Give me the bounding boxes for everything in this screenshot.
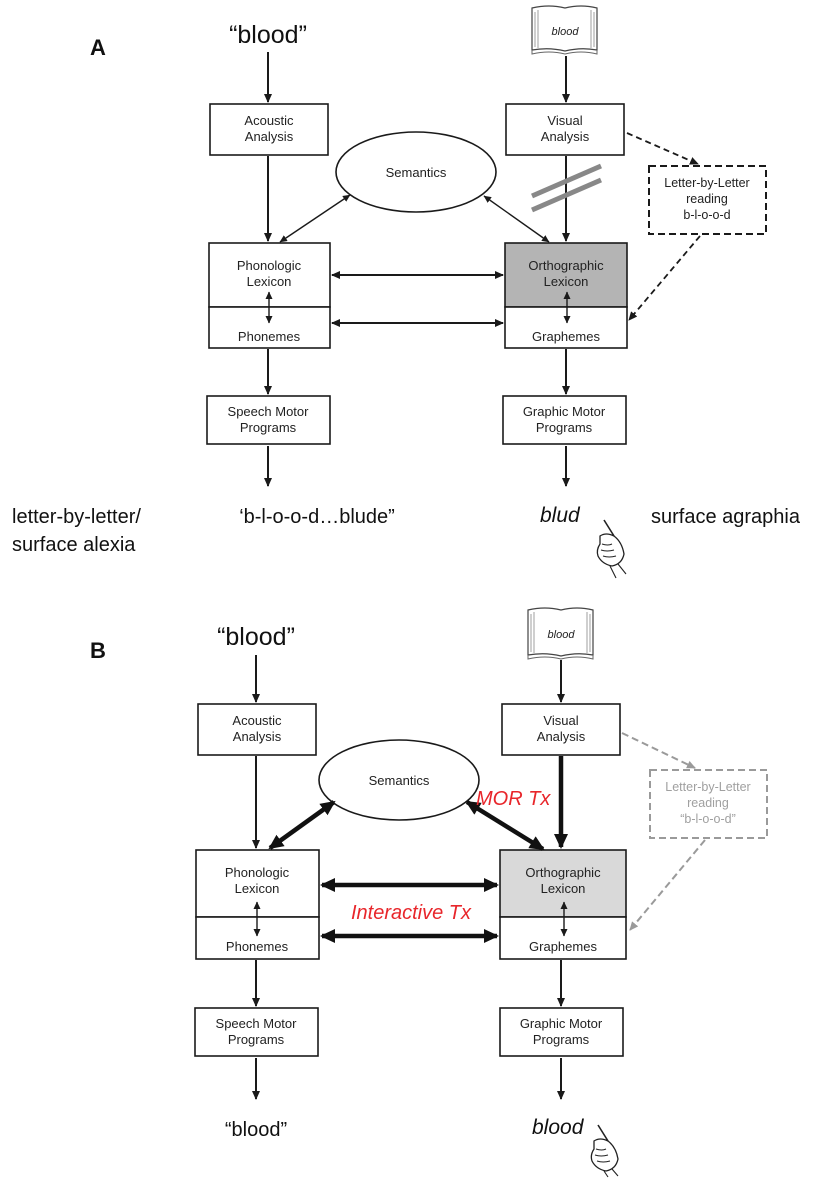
panel-a: A “blood” blood Acoustic Analysis Visual…	[12, 5, 801, 579]
input-word-b: “blood”	[217, 623, 295, 651]
svg-text:Graphemes: Graphemes	[532, 329, 600, 344]
svg-text:reading: reading	[687, 796, 729, 810]
right-caption: surface agraphia	[651, 506, 801, 528]
svg-text:Phonemes: Phonemes	[226, 939, 289, 954]
speech-motor-programs-box-a: Speech Motor Programs	[206, 395, 331, 445]
writing-hand-icon	[596, 519, 627, 579]
svg-text:Lexicon: Lexicon	[247, 274, 292, 289]
svg-text:Phonemes: Phonemes	[238, 329, 301, 344]
svg-text:Orthographic: Orthographic	[528, 258, 604, 273]
interactive-tx-label: Interactive Tx	[351, 902, 472, 924]
acoustic-analysis-box-a: Acoustic Analysis	[209, 103, 329, 156]
input-word-a: “blood”	[229, 21, 307, 49]
open-book-icon: blood	[531, 5, 598, 55]
svg-text:Programs: Programs	[536, 420, 593, 435]
svg-text:Letter-by-Letter: Letter-by-Letter	[665, 780, 750, 794]
svg-text:Phonologic: Phonologic	[237, 258, 302, 273]
svg-text:Speech Motor: Speech Motor	[228, 404, 310, 419]
visual-analysis-box-a: Visual Analysis	[505, 103, 625, 156]
svg-text:Letter-by-Letter: Letter-by-Letter	[664, 176, 749, 190]
speech-motor-programs-box-b: Speech Motor Programs	[194, 1007, 319, 1057]
letter-by-letter-box-a: Letter-by-Letter reading b-l-o-o-d	[648, 165, 767, 235]
semantics-ellipse-b: Semantics	[318, 739, 480, 821]
svg-text:Visual: Visual	[543, 713, 578, 728]
lesion-mark-a	[531, 163, 602, 213]
svg-text:Analysis: Analysis	[537, 729, 586, 744]
left-caption-line1: letter-by-letter/	[12, 506, 141, 528]
svg-text:Semantics: Semantics	[369, 773, 430, 788]
svg-text:Analysis: Analysis	[233, 729, 282, 744]
acoustic-analysis-box-b: Acoustic Analysis	[197, 703, 317, 756]
svg-text:Orthographic: Orthographic	[525, 865, 601, 880]
svg-text:“b-l-o-o-d”: “b-l-o-o-d”	[680, 812, 736, 826]
svg-text:Graphic Motor: Graphic Motor	[520, 1016, 603, 1031]
svg-text:reading: reading	[686, 192, 728, 206]
svg-text:Analysis: Analysis	[541, 129, 590, 144]
writing-hand-icon	[590, 1124, 619, 1178]
written-output-a: blud	[540, 504, 581, 527]
graphemes-box-b: Graphemes	[499, 916, 627, 960]
letter-by-letter-box-b: Letter-by-Letter reading “b-l-o-o-d”	[649, 769, 768, 839]
orthographic-lexicon-box-b: Orthographic Lexicon	[499, 849, 627, 918]
panel-b: B “blood” blood Acoustic Analysis Visual…	[90, 607, 768, 1178]
svg-text:Analysis: Analysis	[245, 129, 294, 144]
visual-analysis-box-b: Visual Analysis	[501, 703, 621, 756]
svg-text:Semantics: Semantics	[386, 165, 447, 180]
svg-text:Programs: Programs	[533, 1032, 590, 1047]
svg-text:Programs: Programs	[240, 420, 297, 435]
svg-text:Phonologic: Phonologic	[225, 865, 290, 880]
arrows-a	[264, 52, 701, 487]
spoken-output-a: ‘b-l-o-o-d…blude”	[239, 506, 395, 528]
left-caption-line2: surface alexia	[12, 534, 136, 556]
mor-tx-label: MOR Tx	[476, 788, 551, 810]
orthographic-lexicon-box-a: Orthographic Lexicon	[504, 242, 628, 308]
svg-text:Graphemes: Graphemes	[529, 939, 597, 954]
svg-text:Graphic Motor: Graphic Motor	[523, 404, 606, 419]
book-word-b: blood	[548, 629, 576, 641]
written-output-b: blood	[532, 1116, 585, 1139]
arrows-b	[252, 655, 706, 1100]
book-word-a: blood	[552, 26, 580, 38]
graphic-motor-programs-box-a: Graphic Motor Programs	[502, 395, 627, 445]
svg-text:Lexicon: Lexicon	[544, 274, 589, 289]
svg-text:Lexicon: Lexicon	[541, 881, 586, 896]
graphic-motor-programs-box-b: Graphic Motor Programs	[499, 1007, 624, 1057]
panel-label-a: A	[90, 35, 106, 60]
svg-text:Visual: Visual	[547, 113, 582, 128]
svg-text:Programs: Programs	[228, 1032, 285, 1047]
panel-label-b: B	[90, 638, 106, 663]
svg-text:Lexicon: Lexicon	[235, 881, 280, 896]
svg-text:Acoustic: Acoustic	[244, 113, 294, 128]
graphemes-box-a: Graphemes	[504, 306, 628, 349]
semantics-ellipse-a: Semantics	[335, 131, 497, 213]
svg-text:Acoustic: Acoustic	[232, 713, 282, 728]
svg-text:Speech Motor: Speech Motor	[216, 1016, 298, 1031]
spoken-output-b: “blood”	[225, 1119, 287, 1141]
open-book-icon: blood	[527, 607, 594, 660]
svg-text:b-l-o-o-d: b-l-o-o-d	[683, 208, 730, 222]
